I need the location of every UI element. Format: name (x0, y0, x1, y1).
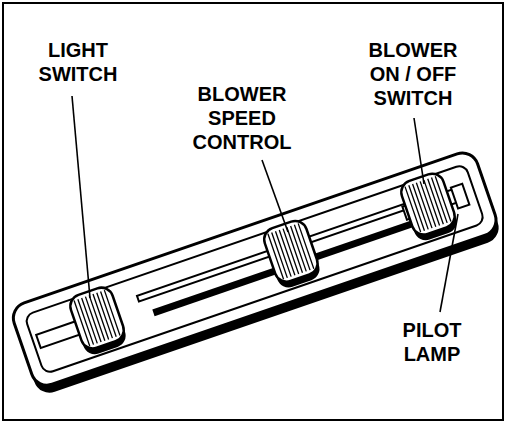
knob-body (398, 170, 458, 237)
knurl (85, 297, 101, 342)
knob-body (67, 284, 127, 351)
knurl (272, 233, 288, 278)
knurl (294, 225, 310, 270)
panel-face (9, 149, 500, 390)
knurl (74, 301, 90, 346)
knurl (78, 299, 94, 344)
knurl (424, 180, 440, 225)
knurl (89, 295, 105, 340)
upper-track (137, 198, 423, 301)
knurl (275, 231, 291, 276)
knurl (405, 187, 421, 232)
speed-slot (152, 215, 428, 316)
leader-line (414, 118, 424, 184)
knurl (432, 177, 448, 222)
knurl (409, 185, 425, 230)
knurl (283, 229, 299, 274)
knob (261, 218, 323, 291)
knurl (97, 293, 113, 338)
part-label: PILOT LAMP (386, 318, 478, 366)
knob (67, 284, 129, 357)
knurl (268, 234, 284, 279)
frame (3, 3, 503, 420)
part-label: BLOWER SPEED CONTROL (180, 82, 304, 154)
knurl (428, 179, 444, 224)
part-label: BLOWER ON / OFF SWITCH (357, 38, 469, 110)
knurl (93, 294, 109, 339)
knob-body (261, 218, 321, 285)
leader-line (262, 160, 288, 232)
panel-inset (24, 164, 485, 374)
knurl (104, 290, 120, 335)
panel (9, 149, 503, 397)
knurl (287, 227, 303, 272)
knurl (435, 176, 451, 221)
leader-line (72, 96, 90, 298)
panel-rim (11, 154, 503, 397)
leader-line (440, 214, 458, 312)
knurl (416, 183, 432, 228)
knurl (101, 291, 117, 336)
knurl (82, 298, 98, 343)
knurl (291, 226, 307, 271)
knob (398, 170, 460, 243)
knurl (298, 223, 314, 268)
knurl (413, 184, 429, 229)
pilot-lamp (451, 184, 470, 209)
knurl (420, 181, 436, 226)
part-label: LIGHT SWITCH (28, 38, 128, 86)
knurl (279, 230, 295, 275)
